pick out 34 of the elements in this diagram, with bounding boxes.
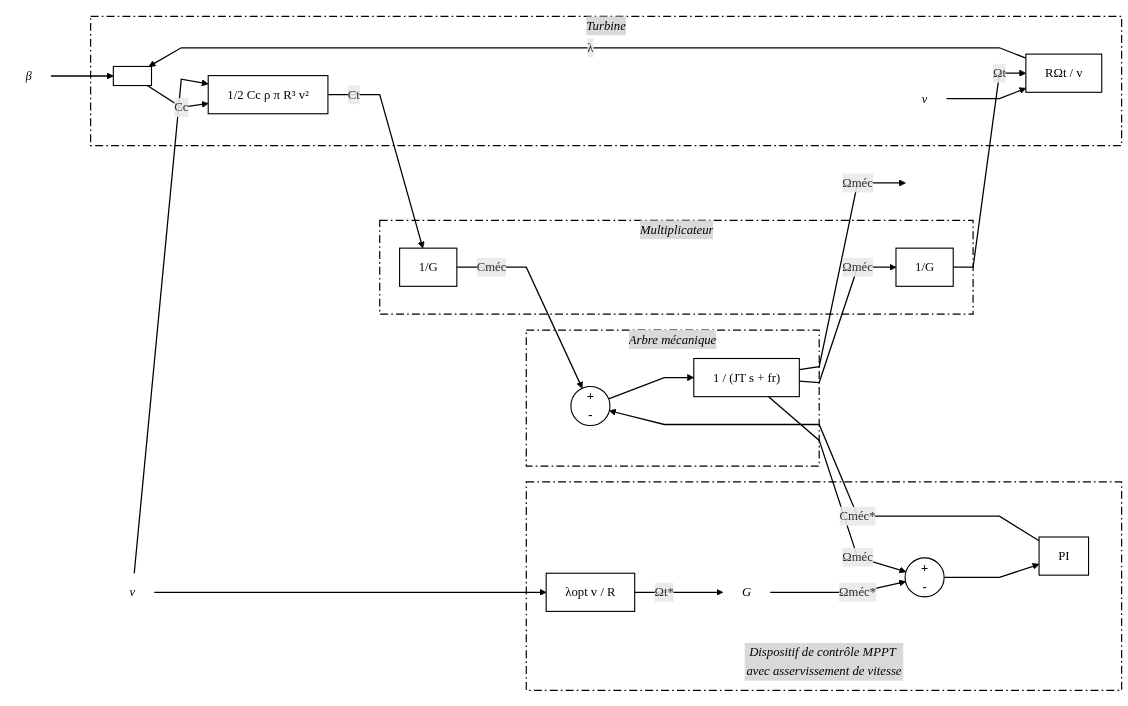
arrow [768, 395, 907, 573]
node-box: 1 / (JT s + fr) [693, 357, 800, 397]
edge-label: Ωt [992, 65, 1006, 80]
node-text: v [921, 91, 928, 105]
edge-label: Ωt* [654, 584, 674, 599]
arrow [327, 93, 425, 249]
node-box: 1/G [895, 247, 954, 287]
node-text: G [741, 584, 752, 599]
edge-label: Cméc [476, 259, 507, 274]
edge-label: Ωméc [842, 549, 873, 564]
node-text: β [25, 68, 32, 82]
node-box: PI [1038, 536, 1090, 576]
node-circle: + - [570, 385, 611, 426]
node-text: v [129, 584, 136, 599]
node-box [112, 65, 153, 86]
node-box: λopt v / R [545, 572, 636, 612]
edge-label: Ωméc [842, 259, 873, 274]
arrow [133, 78, 209, 574]
arrow [634, 588, 724, 596]
node-circle: + - [904, 556, 945, 598]
node-box: 1/G [399, 247, 458, 287]
arrow [146, 84, 209, 108]
arrow [153, 588, 547, 596]
arrow [50, 72, 114, 80]
node-box: RΩt / v [1025, 53, 1103, 93]
edge-label: Ωméc [842, 175, 873, 189]
edge-label: Cc [174, 99, 189, 114]
node-box: 1/2 Cc ρ π R³ v² [207, 74, 329, 114]
edge-label: Ct [347, 87, 360, 101]
edge-label: λ [587, 40, 594, 54]
edge-label: Cméc* [839, 508, 876, 523]
arrow [945, 86, 1027, 99]
arrow [609, 408, 1040, 541]
edge-label: Ωméc* [839, 584, 877, 599]
